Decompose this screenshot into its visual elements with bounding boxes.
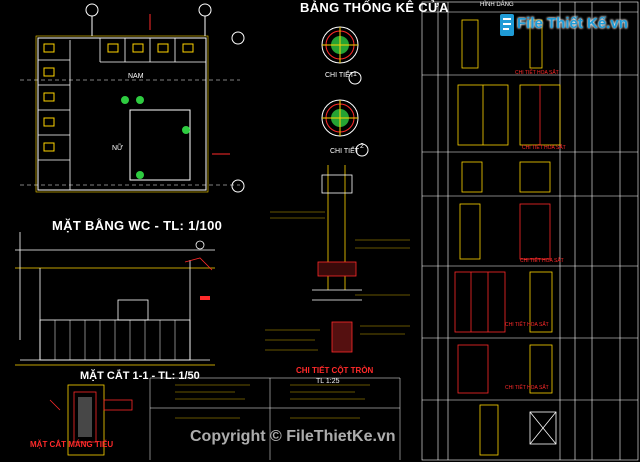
trough-detail-title: MẶT CẮT MÁNG TIỂU [30,440,114,449]
column-detail [265,165,410,353]
circle-detail-1 [321,26,362,85]
room-label-nam: NAM [128,73,144,80]
detail-2-label: CHI TIẾT [330,148,360,155]
section-drawing [15,232,215,366]
site-logo-icon [500,14,514,36]
detail-1-number: 1 [353,71,357,78]
copyright-watermark: Copyright © FileThietKe.vn [190,428,396,445]
notes-block [149,377,401,460]
floor-plan [20,3,245,193]
table-caption-3: CHI TIẾT HOA SẮT [520,258,564,264]
circle-detail-2 [321,99,369,157]
door-drawings [454,19,561,456]
table-caption-1: CHI TIẾT HOA SẮT [515,70,559,76]
table-header: HÌNH DÁNG [480,2,514,8]
detail-1-label: CHI TIẾT [325,72,355,79]
room-label-nu: NỮ [112,145,124,152]
trough-detail [49,384,133,456]
door-table-title: BẢNG THỐNG KÊ CỬA [300,0,449,15]
door-schedule-table [421,1,639,461]
column-detail-title: CHI TIẾT CỘT TRÒN [296,366,374,375]
table-caption-4: CHI TIẾT HOA SẮT [505,322,549,328]
section-title: MẶT CẮT 1-1 - TL: 1/50 [80,370,200,382]
table-caption-2: CHI TIẾT HOA SẮT [522,145,566,151]
plan-title: MẶT BẰNG WC - TL: 1/100 [52,218,223,233]
column-detail-scale: TL 1:25 [316,378,340,385]
table-caption-5: CHI TIẾT HOA SẮT [505,385,549,391]
detail-2-number: 2 [360,143,364,150]
site-logo-text: File Thiết Kế.vn [517,15,628,32]
